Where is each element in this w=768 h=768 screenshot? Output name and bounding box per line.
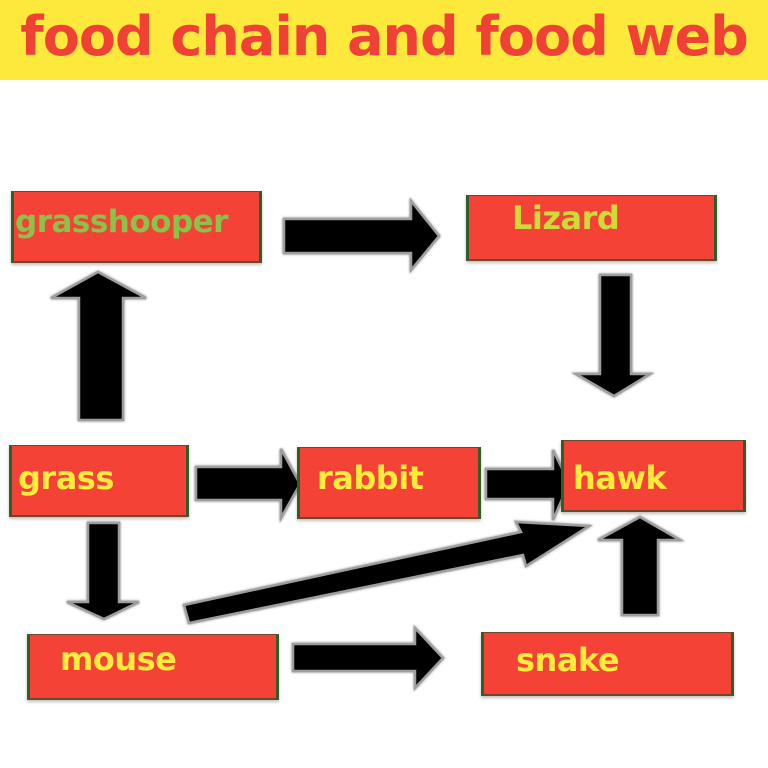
node-grass-label: grass [18,459,114,497]
arrow-snake-to-hawk-icon [597,515,685,617]
node-rabbit [297,447,481,519]
arrow-grass-to-rabbit-icon [194,448,302,523]
arrow-rabbit-to-hawk-icon [484,449,571,521]
arrow-grass-to-mouse-icon [66,521,140,621]
arrow-mouse-to-hawk-icon [182,520,593,625]
node-mouse [27,634,279,700]
node-hawk-label: hawk [573,459,667,497]
node-grasshopper [11,191,262,263]
diagram-title: food chain and food web [20,5,748,68]
node-lizard [466,195,717,261]
arrow-grass-to-grasshopper-icon [50,270,147,422]
node-grasshopper-label: grasshooper [15,204,228,240]
node-rabbit-label: rabbit [317,459,424,497]
arrow-lizard-to-hawk-icon [571,273,655,398]
arrow-mouse-to-snake-icon [291,624,445,692]
node-grass [9,445,189,517]
node-lizard-label: Lizard [512,199,620,237]
node-snake-label: snake [516,641,620,679]
title-banner: food chain and food web [0,0,768,80]
node-snake [481,632,734,696]
node-mouse-label: mouse [60,640,177,678]
node-hawk [561,440,746,512]
arrow-grasshopper-to-lizard-icon [282,197,441,274]
